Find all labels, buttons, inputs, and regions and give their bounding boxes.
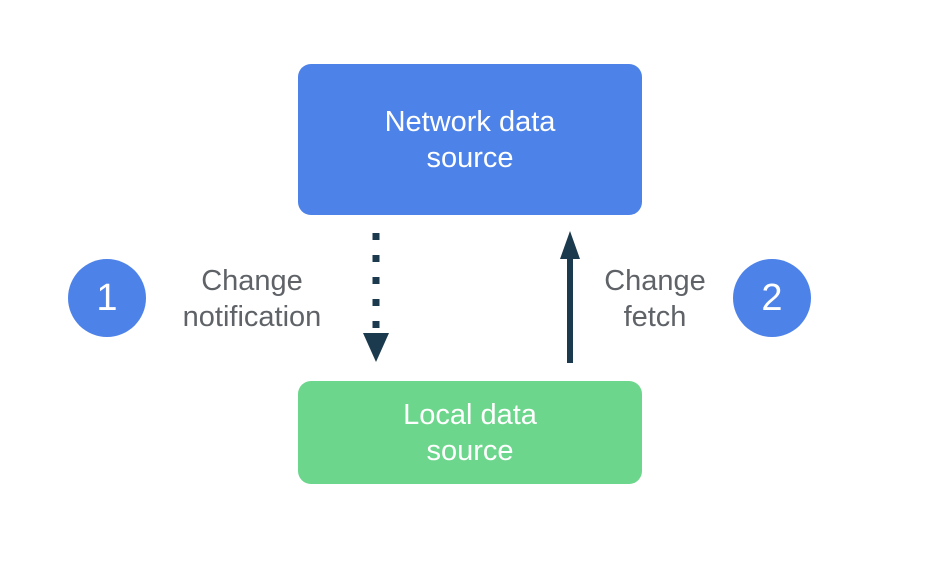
step-1-badge: 1 [68, 259, 146, 337]
network-box-label-line2: source [426, 141, 514, 174]
step-2-badge: 2 [733, 259, 811, 337]
change-notification-label: Change notification [142, 263, 362, 335]
change-fetch-label-line1: Change [604, 265, 706, 297]
local-box-label-line1: Local data [403, 398, 537, 431]
network-data-source-box: Network data source [298, 64, 642, 215]
change-fetch-label-line2: fetch [623, 301, 687, 333]
change-fetch-label: Change fetch [545, 263, 765, 335]
step-2-number: 2 [761, 276, 783, 319]
network-box-label-line1: Network data [384, 105, 556, 138]
change-notification-label-line2: notification [182, 301, 322, 333]
local-data-source-box: Local data source [298, 381, 642, 484]
local-box-label-line2: source [426, 434, 514, 467]
dotted-down-arrow-icon [363, 233, 389, 362]
solid-up-arrow-icon [560, 231, 580, 363]
change-notification-label-line1: Change [201, 265, 303, 297]
step-1-number: 1 [96, 276, 118, 319]
